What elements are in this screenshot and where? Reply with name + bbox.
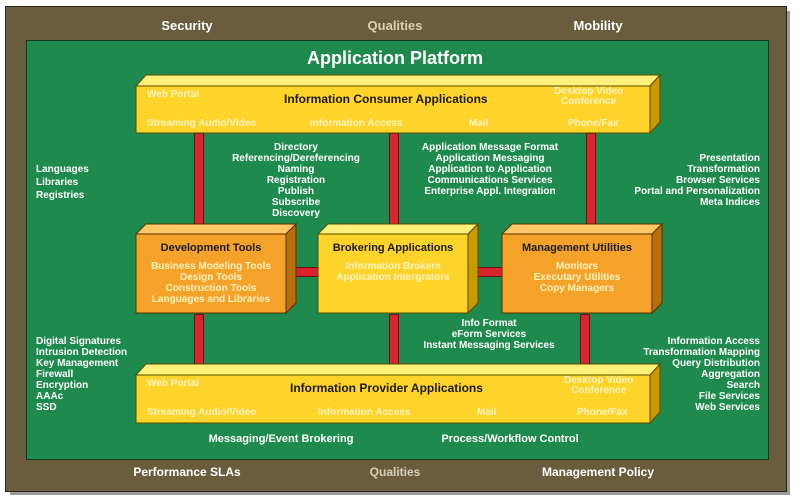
right-lower-list: Information Access Transformation Mappin… [643,336,760,413]
frame-label-security: Security [161,18,213,33]
diagram-title: Application Platform [306,48,484,68]
consumer-streaming: Streaming Audio/Video [147,118,257,129]
messaging-list: Application Message Format Application M… [421,142,559,197]
brokering-items: Information Brokers Application Intergra… [336,261,450,283]
provider-box [134,362,662,425]
dev-tools-title: Development Tools [160,242,262,254]
frame-label-performance-slas: Performance SLAs [133,465,241,479]
brokering-title: Brokering Applications [332,242,454,254]
provider-title: Information Provider Applications [290,381,483,395]
consumer-mail: Mail [469,118,489,129]
dev-tools-items: Business Modeling Tools Design Tools Con… [151,261,271,305]
provider-web-portal: Web Portal [147,378,200,389]
provider-info-access: Information Access [318,407,411,418]
dev-tools-box [134,222,298,315]
frame-label-mobility: Mobility [573,18,623,33]
brokering-box [316,222,480,315]
consumer-title: Information Consumer Applications [284,92,488,106]
provider-desktop-video: Desktop Video Conference [564,375,634,396]
management-title: Management Utilities [521,242,633,254]
messaging-event-brokering: Messaging/Event Brokering [208,433,354,445]
management-box [500,222,664,315]
middle-lower-list: Info Format eForm Services Instant Messa… [423,318,555,351]
provider-phone: Phone/Fax [577,407,628,418]
consumer-box [134,73,662,135]
management-items: Monitors Executary Utilities Copy Manage… [533,261,621,294]
directory-list: Directory Referencing/Dereferencing Nami… [232,142,360,219]
consumer-web-portal: Web Portal [147,89,200,100]
provider-mail: Mail [477,407,497,418]
consumer-desktop-video: Desktop Video Conference [554,86,624,107]
frame-label-management-policy: Management Policy [541,465,655,479]
provider-streaming: Streaming Audio/Video [147,407,257,418]
right-upper-list: Presentation Transformation Browser Serv… [634,153,760,208]
consumer-info-access: Information Access [310,118,403,129]
left-upper-list: Languages Libraries Registries [36,164,89,201]
frame-label-qualities-top: Qualities [367,18,423,33]
frame-label-qualities-bottom: Qualities [369,465,421,479]
consumer-phone: Phone/Fax [568,118,619,129]
left-lower-list: Digital Signatures Intrusion Detection K… [36,336,128,413]
process-workflow-control: Process/Workflow Control [441,433,579,445]
